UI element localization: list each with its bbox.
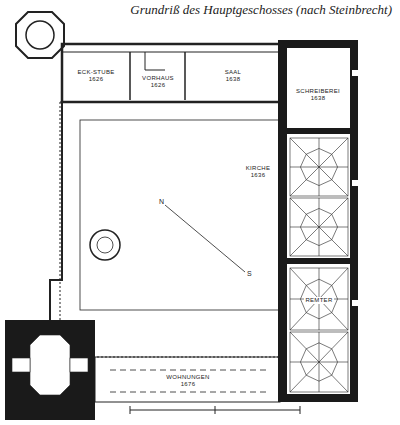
room-name: SAAL — [224, 69, 243, 76]
room-label: REMTER — [294, 293, 344, 307]
compass-letter: S — [246, 270, 253, 277]
room-year: 1638 — [225, 76, 242, 83]
room-name: REMTER — [304, 297, 333, 304]
room-year: 1626 — [88, 76, 105, 83]
room-label: KIRCHE1636 — [238, 161, 278, 183]
room-year: 1636 — [250, 172, 267, 179]
room-name: SCHREIBEREI — [295, 88, 341, 95]
room-year: 1638 — [310, 95, 327, 102]
room-name: KIRCHE — [245, 165, 271, 172]
plan-title: Grundriß des Hauptgeschosses (nach Stein… — [130, 2, 392, 18]
room-label: SAAL1638 — [198, 64, 268, 88]
compass-letter: N — [158, 198, 165, 205]
room-label: SCHREIBEREI1638 — [289, 83, 347, 107]
room-year: 1626 — [150, 82, 167, 89]
room-label: ECK-STUBE1626 — [66, 64, 126, 88]
room-label: WOHNUNGEN1676 — [153, 371, 223, 391]
room-name: ECK-STUBE — [76, 69, 115, 76]
room-year: 1676 — [180, 381, 197, 388]
room-name: WOHNUNGEN — [165, 374, 210, 381]
room-label: VORHAUS1626 — [133, 72, 183, 92]
room-name: VORHAUS — [141, 75, 175, 82]
